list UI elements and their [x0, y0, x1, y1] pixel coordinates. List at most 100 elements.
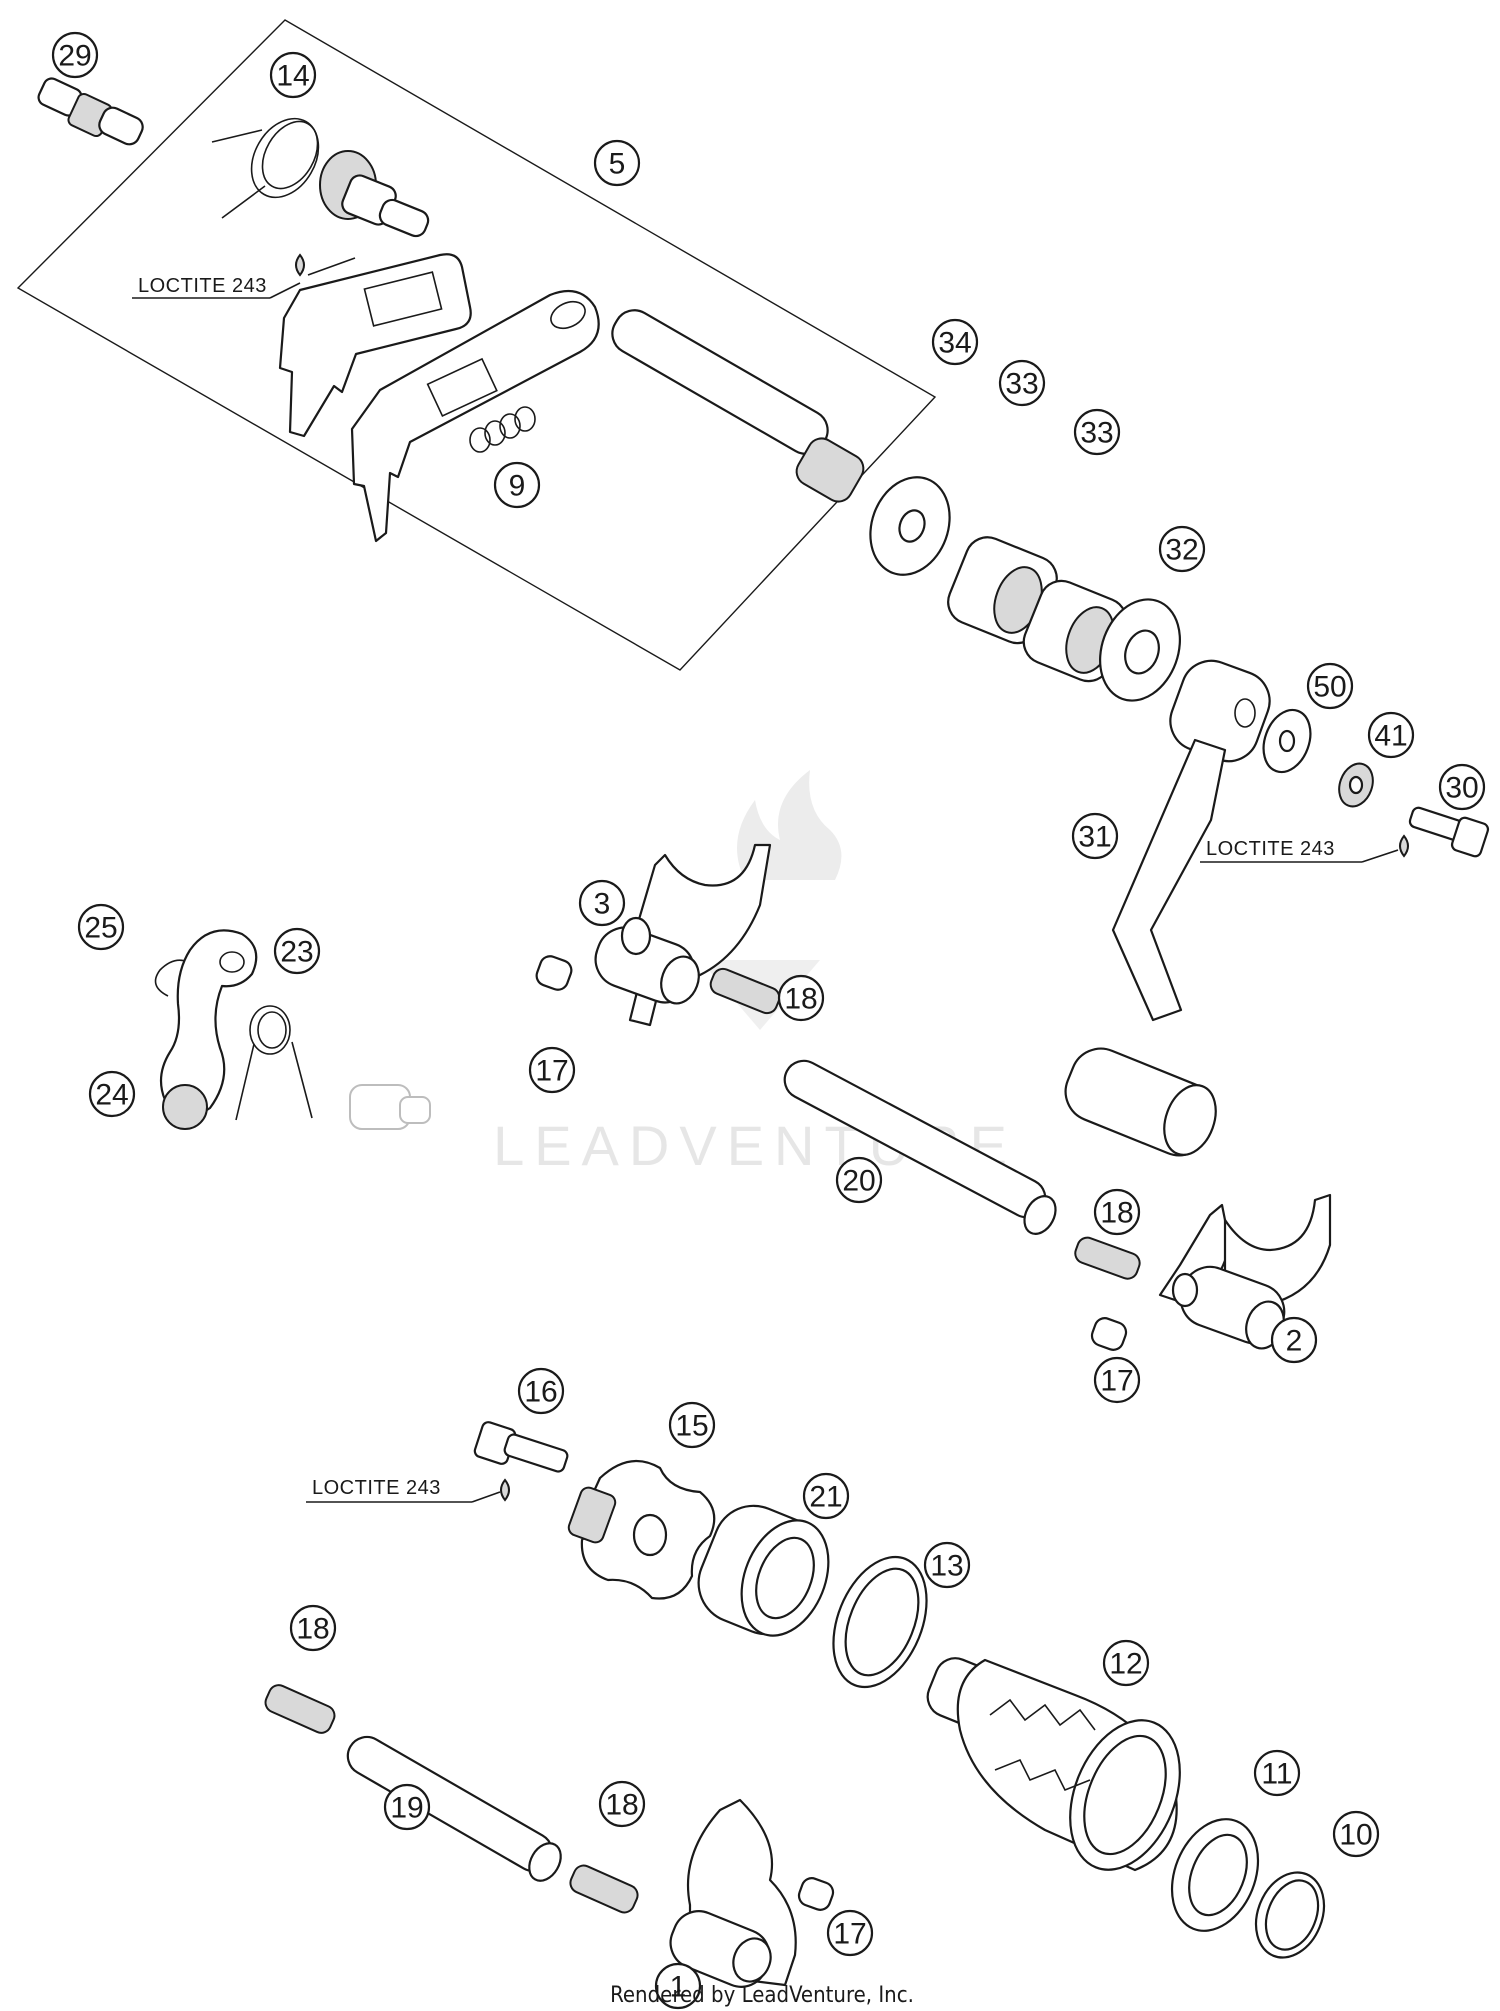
part-29-stud [37, 77, 144, 146]
part-33-bushing-a [947, 536, 1058, 645]
part-3-shift-fork [594, 843, 772, 1027]
callout-circle [528, 1046, 576, 1094]
callout-18c: 18 [289, 1604, 337, 1652]
part-12-shift-drum [926, 1657, 1181, 1872]
callout-circle [517, 1367, 565, 1415]
loctite-label-3: LOCTITE 243 [312, 1477, 441, 1499]
part-kit-pin [319, 150, 430, 238]
part-50-washer [1262, 708, 1312, 774]
part-14-spring [211, 117, 320, 219]
callout-9: 9 [493, 461, 541, 509]
callout-circle [1306, 662, 1354, 710]
part-13-washer [832, 1555, 928, 1689]
loctite-note-2: LOCTITE 243 [1200, 834, 1409, 863]
part-ghost-pin [349, 1084, 431, 1130]
callout-32: 32 [1158, 525, 1206, 573]
callout-number: 18 [605, 1789, 638, 1822]
callout-circle [931, 318, 979, 366]
part-18a-spring [709, 967, 781, 1015]
callout-number: 10 [1339, 1819, 1372, 1852]
callout-1: 1 [654, 1962, 702, 2010]
callout-16: 16 [517, 1367, 565, 1415]
callout-circle [1073, 408, 1121, 456]
callout-circle [269, 51, 317, 99]
part-32-seal [1099, 598, 1181, 702]
callout-number: 18 [784, 983, 817, 1016]
part-shift-plate [278, 253, 472, 438]
callout-number: 25 [84, 912, 117, 945]
callout-number: 15 [675, 1410, 708, 1443]
callout-circle [1367, 711, 1415, 759]
part-10-washer [1254, 1871, 1326, 1959]
callout-number: 2 [1286, 1325, 1303, 1358]
loctite-note-1: LOCTITE 243 [132, 253, 356, 299]
callout-circle [578, 879, 626, 927]
part-shift-lever [350, 289, 600, 543]
callout-circle [777, 974, 825, 1022]
callout-number: 19 [390, 1792, 423, 1825]
callout-31: 31 [1071, 812, 1119, 860]
callout-circle [654, 1962, 702, 2010]
callout-number: 30 [1445, 772, 1478, 805]
callout-circle [289, 1604, 337, 1652]
callout-circle [835, 1156, 883, 1204]
footer-credit: Rendered by LeadVenture, Inc. [610, 1983, 914, 2008]
callout-2: 2 [1270, 1316, 1318, 1364]
part-9-washers [469, 406, 536, 453]
part-11-bearing [1170, 1818, 1260, 1932]
callout-number: 33 [1005, 368, 1038, 401]
callout-41: 41 [1367, 711, 1415, 759]
callout-circle [383, 1783, 431, 1831]
callout-number: 31 [1078, 821, 1111, 854]
callout-17a: 17 [528, 1046, 576, 1094]
callout-circle [1270, 1316, 1318, 1364]
callout-number: 21 [809, 1481, 842, 1514]
callout-circle [1071, 812, 1119, 860]
callout-5: 5 [593, 139, 641, 187]
callout-number: 12 [1109, 1648, 1142, 1681]
callout-33b: 33 [1073, 408, 1121, 456]
callout-circle [1102, 1639, 1150, 1687]
kit-outline [16, 19, 937, 671]
callout-circle [668, 1401, 716, 1449]
callout-number: 41 [1374, 720, 1407, 753]
part-1-shift-fork [669, 1798, 797, 1988]
callout-25: 25 [77, 903, 125, 951]
callout-30: 30 [1438, 763, 1486, 811]
callout-number: 24 [95, 1079, 128, 1112]
callout-circle [923, 1541, 971, 1589]
callout-50: 50 [1306, 662, 1354, 710]
callout-number: 33 [1080, 417, 1113, 450]
part-25-clip [154, 959, 189, 997]
part-2-shift-fork [1158, 1193, 1332, 1350]
part-15-star-wheel [567, 1459, 716, 1600]
callout-33a: 33 [998, 359, 1046, 407]
part-21-bearing [697, 1504, 830, 1637]
callout-circle [1093, 1188, 1141, 1236]
part-18c-spring [264, 1684, 336, 1734]
callout-number: 11 [1261, 1758, 1292, 1791]
callout-circle [1093, 1356, 1141, 1404]
callout-number: 34 [938, 327, 971, 360]
callout-14: 14 [269, 51, 317, 99]
part-shift-shaft [611, 309, 865, 503]
callout-18b: 18 [1093, 1188, 1141, 1236]
callout-circle [493, 461, 541, 509]
part-18d-spring [569, 1864, 639, 1914]
callout-number: 17 [833, 1918, 866, 1951]
callout-15: 15 [668, 1401, 716, 1449]
callout-number: 18 [1100, 1197, 1133, 1230]
callout-19: 19 [383, 1783, 431, 1831]
callout-circle [1253, 1749, 1301, 1797]
part-24-lever [159, 929, 258, 1130]
callout-number: 16 [524, 1376, 557, 1409]
part-30-bolt [1408, 806, 1490, 858]
callout-circle [1438, 763, 1486, 811]
loctite-label-1: LOCTITE 243 [138, 275, 267, 297]
callout-18a: 18 [777, 974, 825, 1022]
callout-number: 29 [58, 40, 91, 73]
callout-circle [1158, 525, 1206, 573]
callout-3: 3 [578, 879, 626, 927]
callout-circle [826, 1909, 874, 1957]
